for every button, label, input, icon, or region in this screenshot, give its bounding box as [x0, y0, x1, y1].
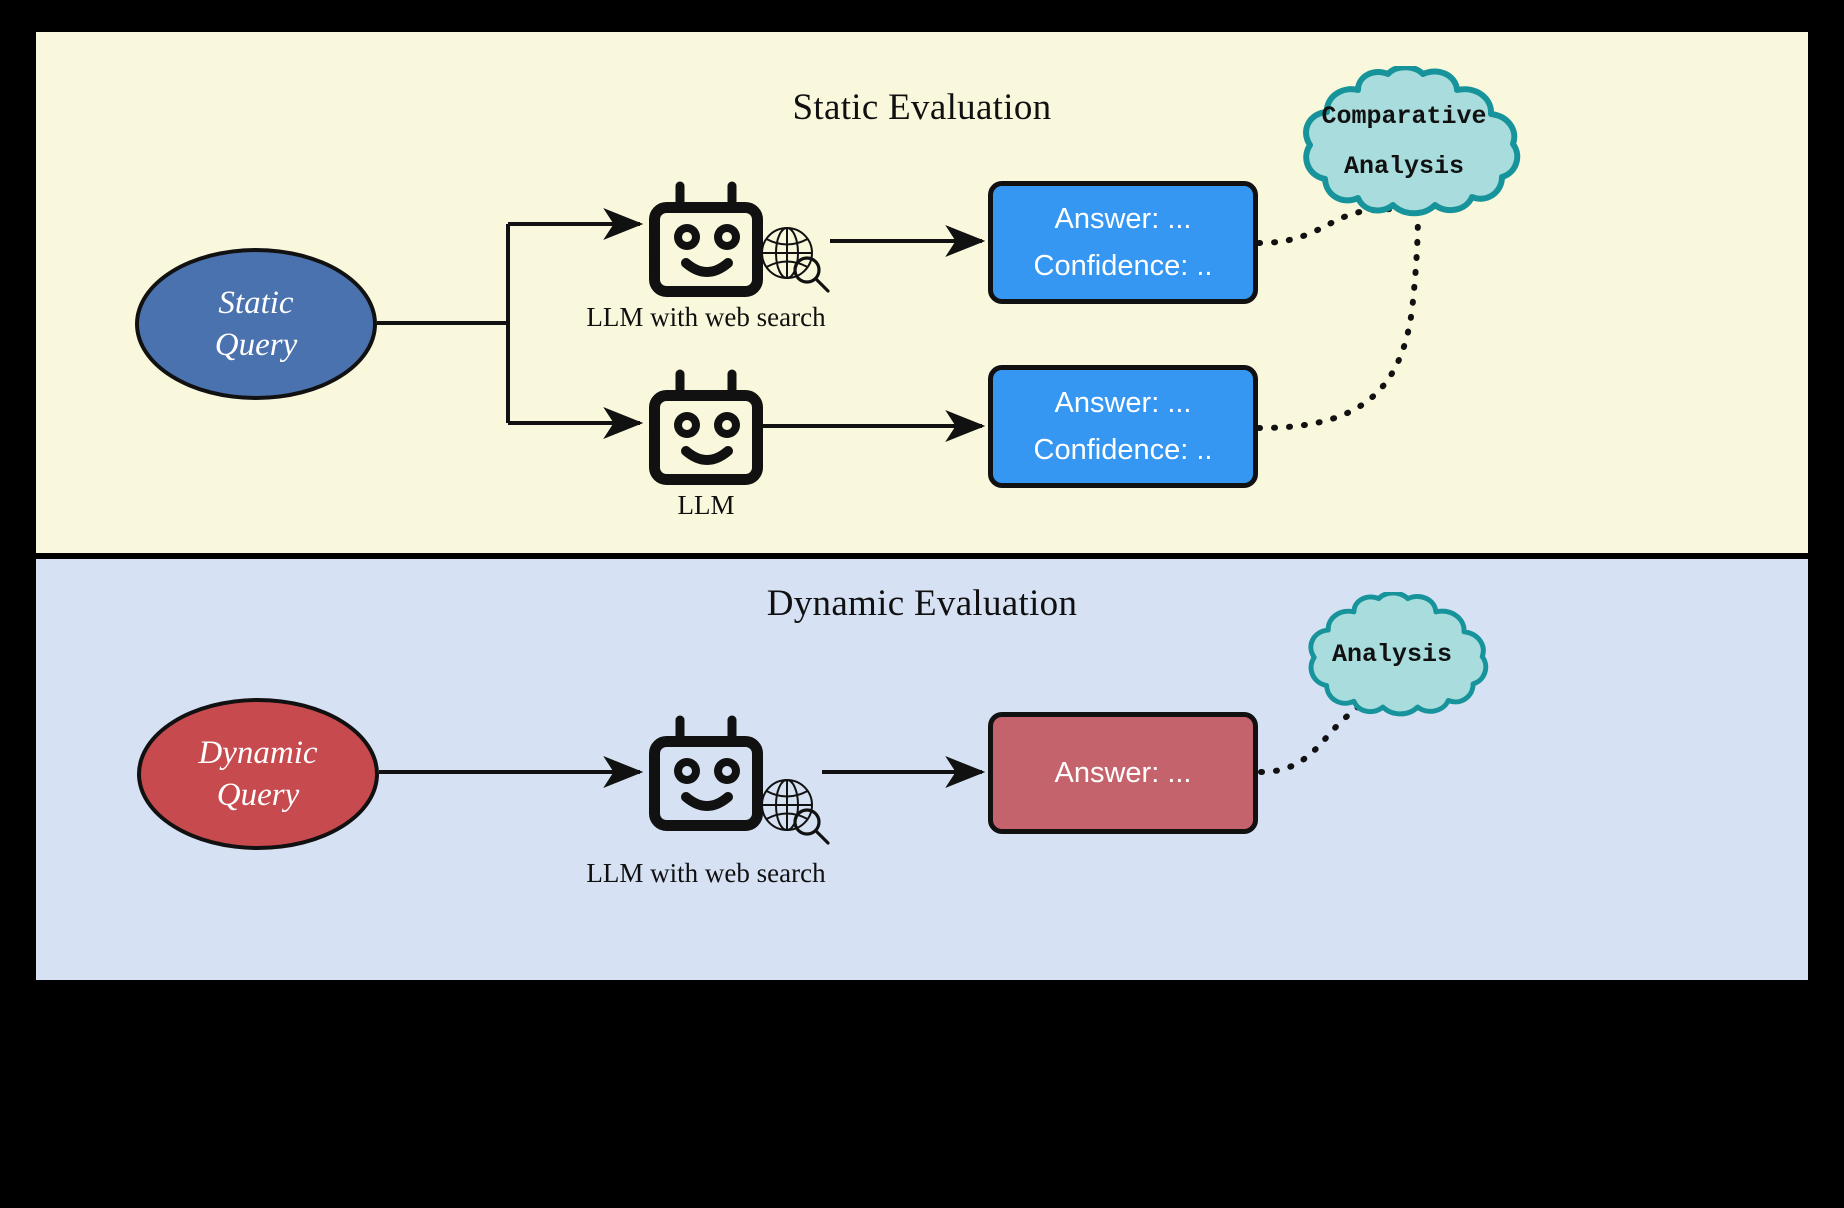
static-query-line2: Query	[214, 327, 298, 363]
agent-caption-llm-with-web-search-dynamic: LLM with web search	[586, 858, 826, 888]
node-dynamic-query[interactable]: Dynamic Query	[137, 698, 379, 850]
panel-title-dynamic: Dynamic Evaluation	[766, 583, 1078, 624]
confidence-label-2: Confidence: ..	[1033, 433, 1213, 466]
answer-label-1: Answer: ...	[1054, 203, 1192, 236]
agent-llm-with-web-search-static[interactable]: LLM with web search	[586, 180, 826, 332]
globe-search-icon-dynamic	[757, 775, 833, 847]
answer-label-2: Answer: ...	[1054, 387, 1192, 420]
globe-search-icon	[761, 779, 830, 845]
agent-caption-llm-static: LLM	[677, 490, 735, 520]
robot-icon	[649, 369, 763, 485]
output-box-answer-dynamic[interactable]: Answer: ...	[988, 712, 1258, 834]
dynamic-query-line1: Dynamic	[198, 734, 318, 771]
answer-label-3: Answer: ...	[1054, 756, 1192, 789]
output-box-answer-confidence-1[interactable]: Answer: ... Confidence: ..	[988, 181, 1258, 304]
globe-search-icon	[761, 227, 830, 293]
robot-icon	[649, 181, 763, 297]
agent-caption-llm-with-web-search-static: LLM with web search	[586, 302, 826, 332]
output-box-answer-confidence-2[interactable]: Answer: ... Confidence: ..	[988, 365, 1258, 488]
confidence-label-1: Confidence: ..	[1033, 249, 1213, 282]
dynamic-query-line2: Query	[216, 777, 300, 813]
panel-title-static: Static Evaluation	[792, 87, 1052, 128]
node-static-query[interactable]: Static Query	[135, 248, 377, 400]
agent-llm-static[interactable]: LLM	[648, 368, 764, 520]
robot-icon	[649, 715, 763, 831]
cloud-analysis[interactable]: Analysis	[1294, 590, 1490, 717]
cloud-comparative-analysis[interactable]: Comparative Analysis	[1286, 64, 1522, 217]
cloud-icon	[1308, 590, 1489, 717]
cloud-icon	[1303, 64, 1521, 217]
static-query-line1: Static	[218, 284, 294, 321]
globe-search-icon-static	[757, 223, 833, 295]
agent-llm-with-web-search-dynamic[interactable]: LLM with web search	[586, 714, 826, 888]
